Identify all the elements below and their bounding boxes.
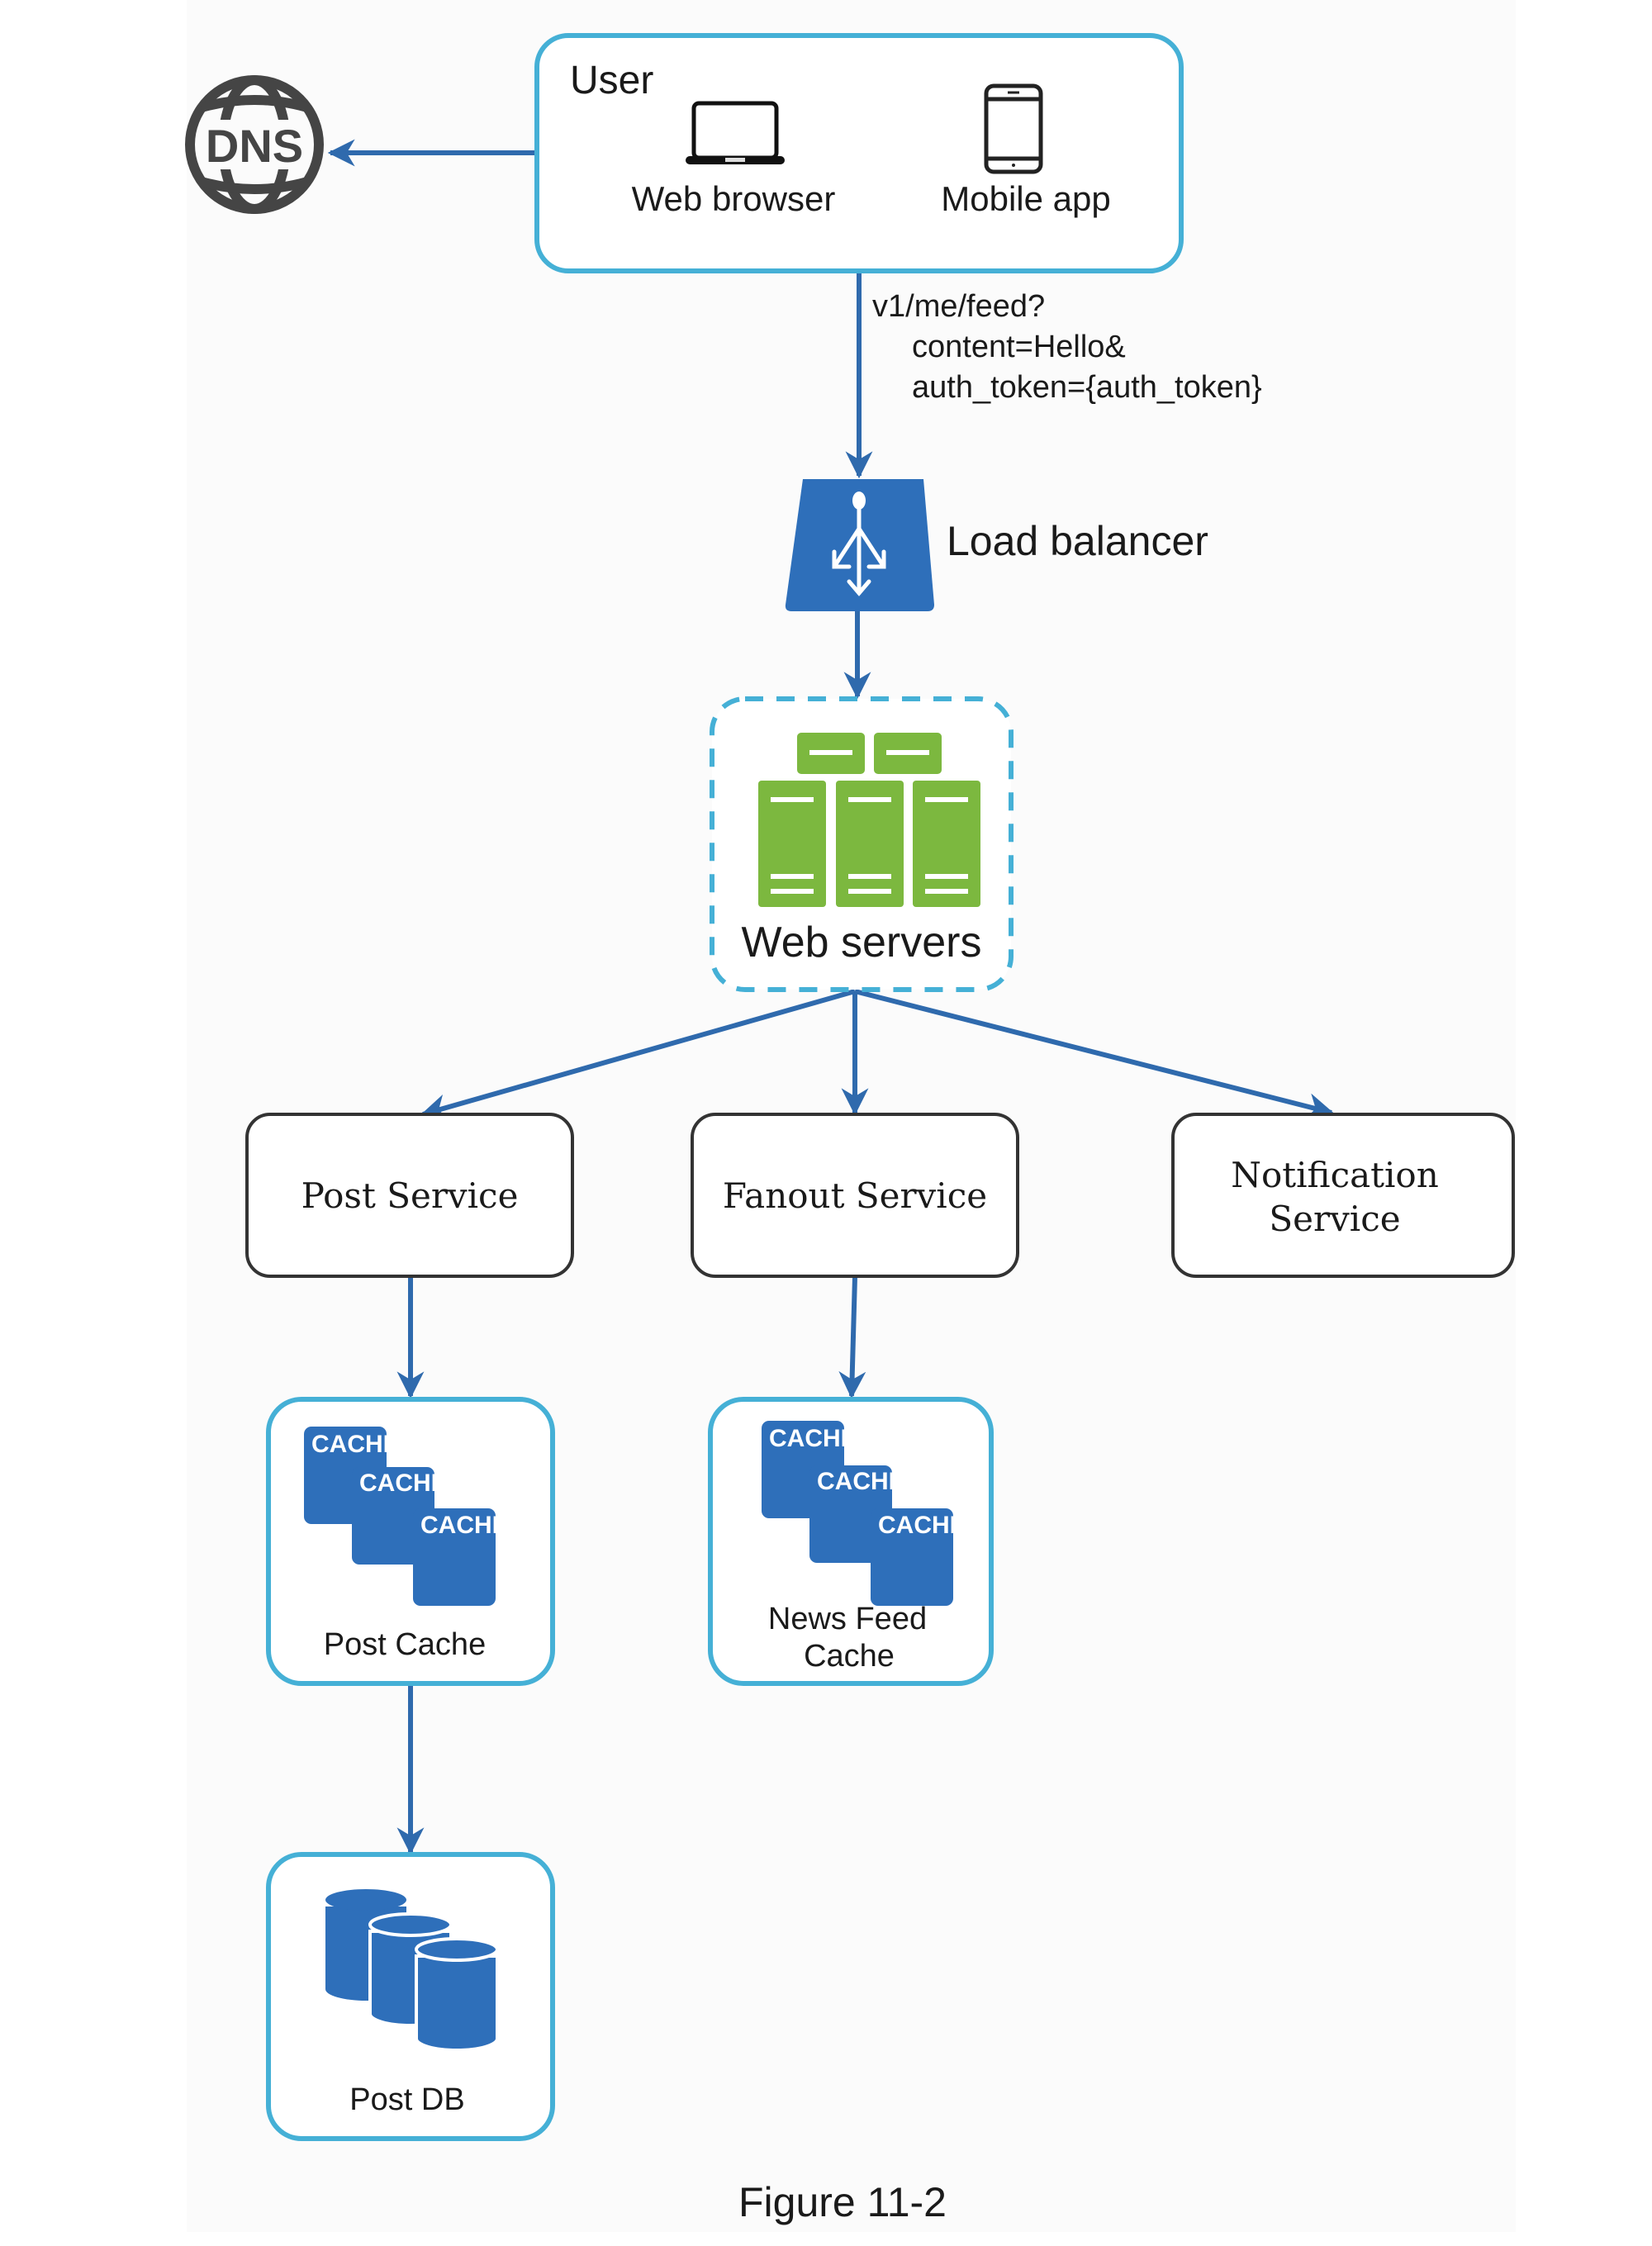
fanout-service-label: Fanout Service — [723, 1175, 987, 1216]
post-db-label: Post DB — [349, 2082, 464, 2117]
mobile-phone-icon — [984, 83, 1043, 174]
cache-tile-label: CACHE — [817, 1468, 905, 1495]
dns-node[interactable]: DNS — [185, 75, 324, 214]
cache-tile-label: CACHE — [359, 1470, 448, 1497]
cache-tile-label: CACHE — [420, 1512, 509, 1539]
post-cache-node[interactable]: CACHE CACHE CACHE Post Cache — [266, 1397, 555, 1686]
notification-service-box — [1171, 1113, 1515, 1278]
cache-tile-label: CACHE — [769, 1425, 857, 1452]
fanout-service-box — [691, 1113, 1019, 1278]
edge-web-servers-to-post-service — [420, 989, 856, 1121]
dns-label: DNS — [206, 120, 303, 172]
user-node[interactable]: User Web browser Mobile app — [534, 33, 1184, 273]
web-servers-node[interactable]: Web servers — [710, 696, 1014, 992]
post-service-label: Post Service — [301, 1175, 519, 1216]
cache-icon: CACHE CACHE CACHE — [762, 1421, 966, 1606]
web-servers-label: Web servers — [742, 919, 982, 966]
cache-tile-label: CACHE — [878, 1512, 966, 1539]
request-line-3: auth_token={auth_token} — [912, 370, 1262, 405]
post-db-node[interactable]: Post DB — [266, 1852, 555, 2141]
database-icon — [325, 1889, 499, 2052]
fanout-service-node[interactable]: Fanout Service — [691, 1113, 1019, 1278]
mobile-app-label: Mobile app — [941, 179, 1110, 218]
notification-service-node[interactable]: Notification Service — [1171, 1113, 1515, 1278]
cache-icon: CACHE CACHE CACHE — [304, 1427, 509, 1606]
load-balancer-icon — [785, 479, 934, 611]
web-browser-label: Web browser — [632, 179, 836, 218]
load-balancer-node[interactable]: Load balancer — [785, 479, 1208, 611]
load-balancer-label: Load balancer — [947, 518, 1208, 564]
notification-service-label-line-2: Service — [1269, 1199, 1400, 1239]
notification-service-label-line-1: Notification — [1231, 1155, 1439, 1195]
edge-fanout-service-to-news-feed-cache — [838, 1276, 866, 1399]
cache-tile-label: CACHE — [311, 1431, 400, 1458]
post-cache-label: Post Cache — [324, 1627, 486, 1662]
laptop-icon — [686, 101, 785, 164]
user-container — [534, 33, 1184, 273]
post-service-box — [245, 1113, 574, 1278]
edge-web-servers-to-notification-service — [854, 989, 1335, 1120]
figure-caption: Figure 11-2 — [738, 2179, 947, 2225]
news-feed-cache-label-line-2: Cache — [804, 1639, 895, 1674]
dns-label-bg — [206, 120, 302, 169]
mobile-app-client[interactable]: Mobile app — [941, 83, 1111, 218]
request-line-1: v1/me/feed? — [872, 289, 1045, 324]
web-browser-client[interactable]: Web browser — [632, 101, 836, 218]
request-line-2: content=Hello& — [912, 330, 1126, 364]
request-label: v1/me/feed? content=Hello& auth_token={a… — [872, 289, 1262, 405]
news-feed-cache-label-line-1: News Feed — [768, 1602, 927, 1636]
news-feed-cache-node[interactable]: CACHE CACHE CACHE News Feed Cache — [708, 1397, 994, 1686]
post-service-node[interactable]: Post Service — [245, 1113, 574, 1278]
user-title: User — [570, 59, 653, 102]
server-rack-icon — [758, 733, 980, 907]
